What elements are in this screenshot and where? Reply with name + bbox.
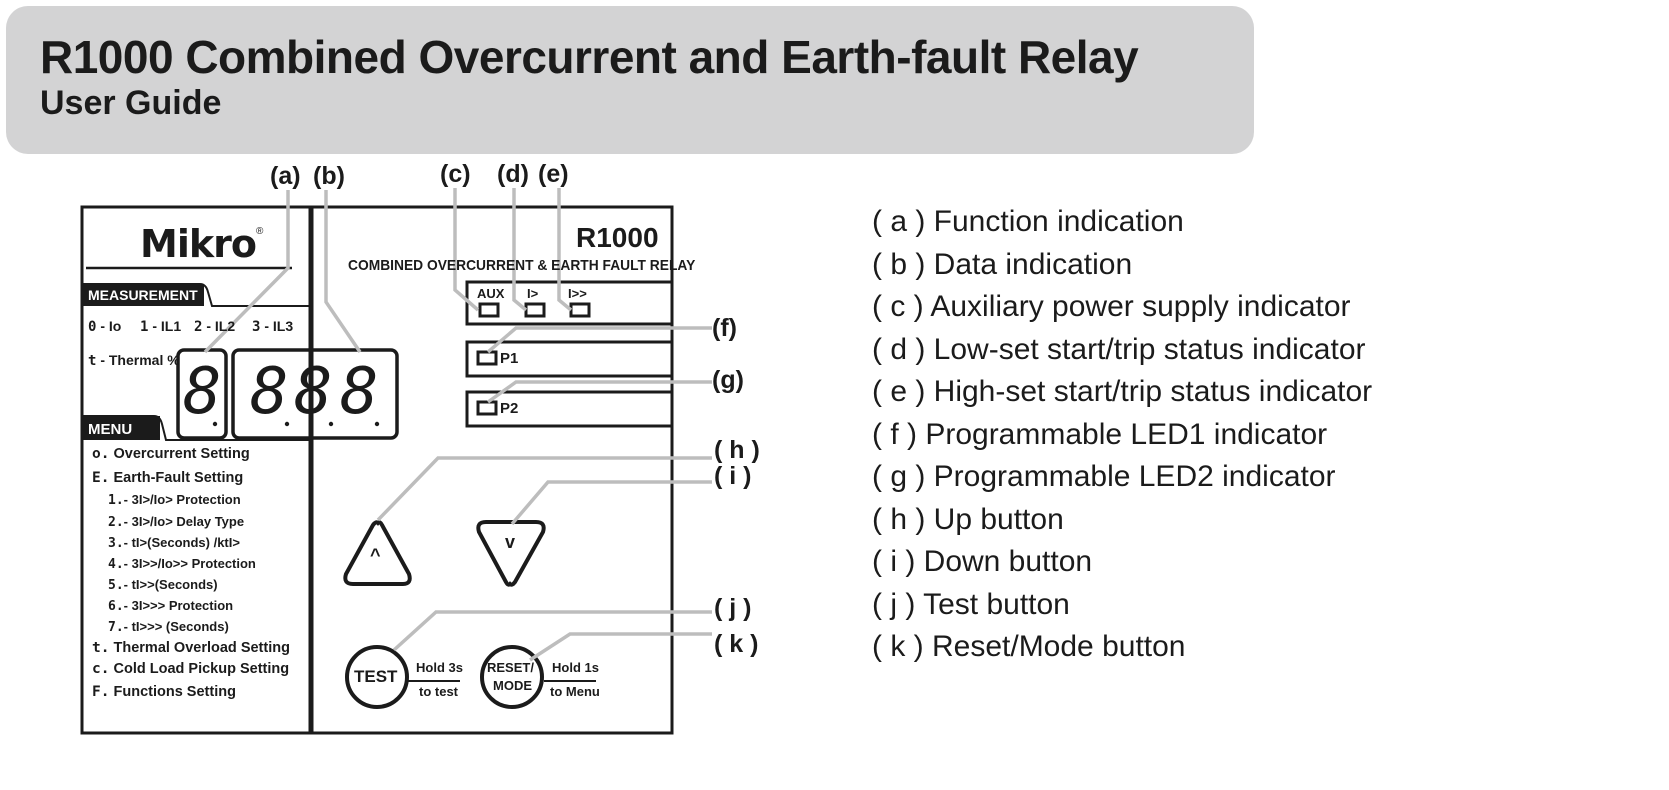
test-button-icon [345, 645, 409, 709]
down-button[interactable]: v [505, 532, 516, 552]
down-button-icon [476, 520, 546, 587]
callout-j: ( j ) [714, 594, 752, 622]
high-set-indicator-label: I>> [568, 286, 587, 301]
reset-hint-1: Hold 1s [552, 660, 599, 675]
callout-f: (f) [712, 314, 737, 342]
page-subtitle: User Guide [40, 84, 222, 122]
test-button[interactable]: TEST [354, 667, 398, 686]
menu-subitem-7: 7.- tI>>> (Seconds) [108, 619, 229, 635]
up-button[interactable]: ^ [370, 545, 381, 565]
legend-item-k: ( k ) Reset/Mode button [872, 630, 1186, 663]
model-name: R1000 [576, 222, 659, 253]
reset-button-icon [480, 645, 544, 709]
page-title: R1000 Combined Overcurrent and Earth-fau… [40, 31, 1139, 83]
led2-label: P2 [500, 400, 519, 417]
data-display-digit-1: 8 [250, 355, 289, 429]
menu-subitem-2: 2.- 3I>/Io> Delay Type [108, 514, 245, 530]
callout-a: (a) [270, 162, 301, 190]
menu-subitem-3: 3.- tI>(Seconds) /ktI> [108, 535, 240, 551]
measurement-thermal: t - Thermal % [88, 352, 180, 369]
callout-i: ( i ) [714, 462, 752, 490]
legend-item-f: ( f ) Programmable LED1 indicator [872, 418, 1328, 451]
menu-item-cold-load: c. Cold Load Pickup Setting [92, 661, 290, 677]
high-set-led-icon [569, 302, 591, 318]
legend-item-j: ( j ) Test button [872, 588, 1070, 621]
legend-item-h: ( h ) Up button [872, 503, 1064, 536]
measurement-header: MEASUREMENT [88, 287, 198, 303]
title-banner [6, 6, 1254, 154]
low-set-indicator-label: I> [527, 286, 539, 301]
legend-item-g: ( g ) Programmable LED2 indicator [872, 460, 1336, 493]
callout-b: (b) [313, 162, 345, 190]
callout-d: (d) [497, 160, 529, 188]
function-display: 8 [183, 355, 222, 429]
low-set-led-icon [524, 302, 546, 318]
measurement-io: 0 - Io [88, 318, 122, 335]
up-button-icon [343, 520, 412, 586]
callout-h: ( h ) [714, 436, 760, 464]
legend-item-d: ( d ) Low-set start/trip status indicato… [872, 333, 1366, 366]
legend-item-b: ( b ) Data indication [872, 248, 1133, 281]
legend-item-i: ( i ) Down button [872, 545, 1093, 578]
menu-subitem-1: 1.- 3I>/Io> Protection [108, 492, 241, 508]
legend-item-e: ( e ) High-set start/trip status indicat… [872, 375, 1373, 408]
legend-item-a: ( a ) Function indication [872, 205, 1184, 238]
legend-item-c: ( c ) Auxiliary power supply indicator [872, 290, 1351, 323]
measurement-il1: 1 - IL1 [140, 318, 182, 335]
menu-subitem-6: 6.- 3I>>> Protection [108, 598, 234, 614]
menu-header: MENU [88, 421, 133, 438]
menu-item-overcurrent: o. Overcurrent Setting [92, 446, 250, 462]
menu-item-functions: F. Functions Setting [92, 684, 236, 700]
p2-led-icon [476, 400, 498, 416]
relay-description: COMBINED OVERCURRENT & EARTH FAULT RELAY [348, 257, 696, 274]
reset-mode-button[interactable]: RESET/ [487, 660, 534, 675]
measurement-il2: 2 - IL2 [194, 318, 236, 335]
p1-led-icon [476, 350, 498, 366]
menu-item-earth-fault: E. Earth-Fault Setting [92, 470, 244, 486]
callout-e: (e) [538, 160, 569, 188]
menu-subitem-4: 4.- 3I>>/Io>> Protection [108, 556, 256, 572]
test-hint-2: to test [419, 684, 458, 699]
reset-mode-button-line2: MODE [493, 678, 532, 693]
test-hint-1: Hold 3s [416, 660, 463, 675]
callout-k: ( k ) [714, 630, 759, 658]
aux-indicator-label: AUX [477, 286, 505, 301]
measurement-il3: 3 - IL3 [252, 318, 294, 335]
data-display-digit-3: 8 [340, 355, 379, 429]
menu-subitem-5: 5.- tI>>(Seconds) [108, 577, 218, 593]
led1-label: P1 [500, 350, 519, 367]
callout-g: (g) [712, 366, 744, 394]
data-display-digit-2: 8 [294, 355, 333, 429]
callout-c: (c) [440, 160, 471, 188]
reset-hint-2: to Menu [550, 684, 600, 699]
menu-item-thermal: t. Thermal Overload Setting [92, 640, 290, 656]
aux-led-icon [478, 302, 500, 318]
brand-logo: Mikro [140, 222, 257, 266]
registered-mark: ® [256, 226, 264, 237]
